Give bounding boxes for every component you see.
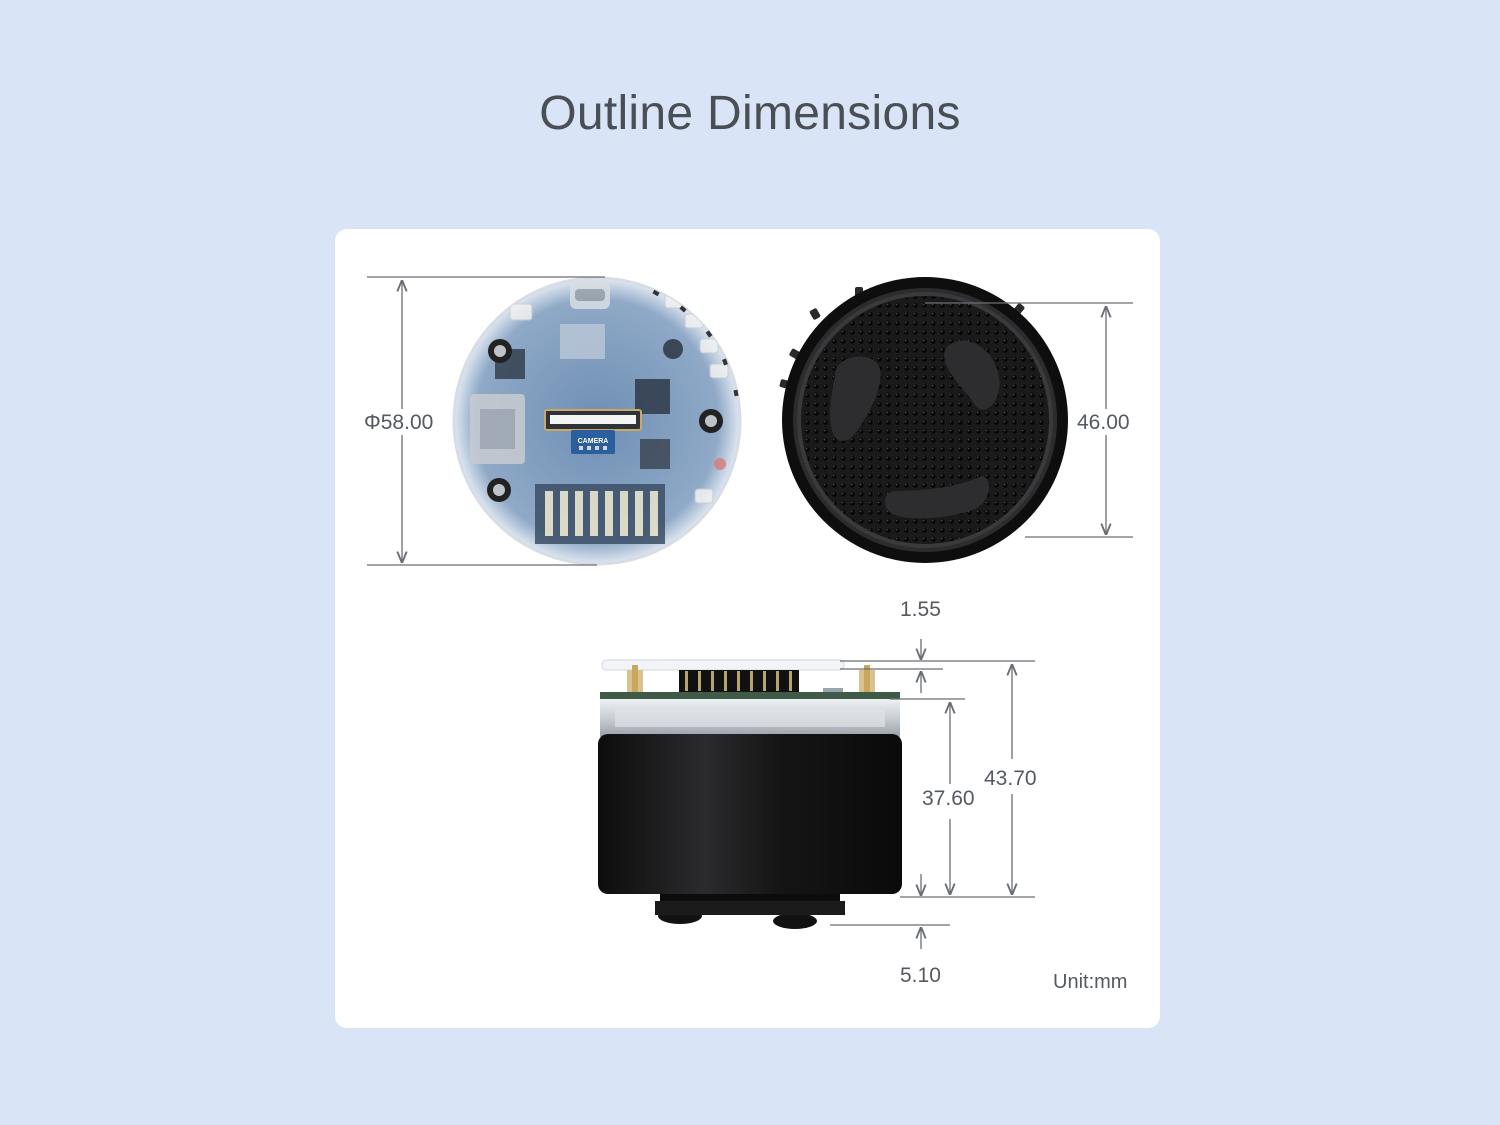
diameter-label: Φ58.00	[364, 411, 434, 434]
speaker-bottom-view	[779, 277, 1068, 563]
body-height-label: 37.60	[922, 787, 975, 810]
camera-connector: CAMERA	[544, 409, 642, 454]
camera-label: CAMERA	[578, 438, 609, 445]
device-side-view	[598, 659, 902, 929]
pcb-top-view: CAMERA	[452, 276, 742, 566]
bottom-feet-label: 5.10	[900, 964, 941, 987]
total-height-label: 43.70	[984, 767, 1037, 790]
diameter-dimension	[367, 276, 605, 566]
page-title: Outline Dimensions	[539, 87, 961, 140]
top-gap-label: 1.55	[900, 598, 941, 621]
dimension-drawing: CAMERA	[367, 276, 1133, 949]
side-dimensions	[830, 639, 1035, 949]
unit-label: Unit:mm	[1053, 971, 1128, 993]
screw-icon	[487, 339, 723, 502]
dimension-card: CAMERA	[335, 229, 1160, 1028]
speaker-height-label: 46.00	[1077, 411, 1130, 434]
speaker-height-dimension	[925, 302, 1133, 538]
